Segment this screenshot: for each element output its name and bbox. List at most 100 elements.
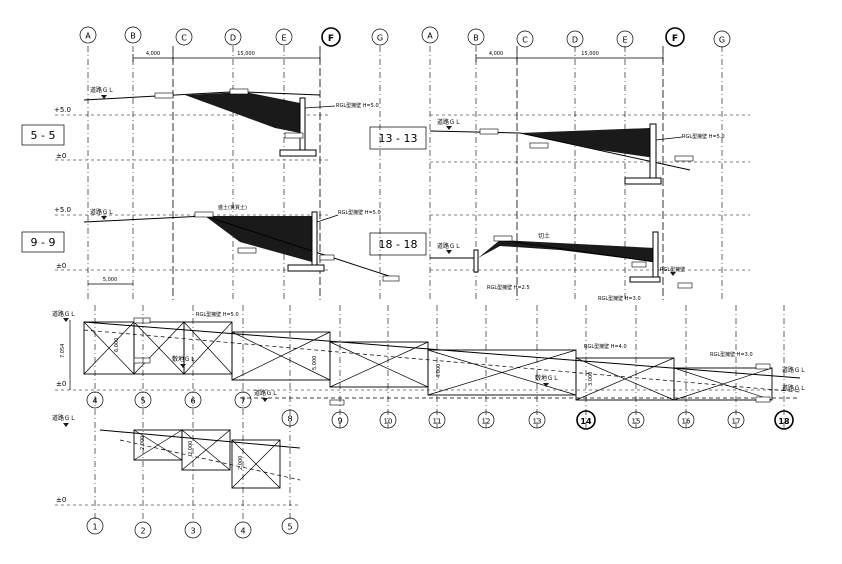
gl-marker-icon	[446, 126, 452, 130]
wall-label: RGL型擁壁 H=4.0	[584, 343, 627, 350]
section-18-18: 18 - 18 道路ＧＬ 切土 RGL型擁壁 H=2.5 RGL型擁壁 H=3.…	[369, 214, 750, 302]
level-plus5: +5.0	[54, 106, 71, 114]
grid-marker: G	[377, 34, 383, 43]
dimension-label: 15,000	[581, 51, 599, 57]
elevation-tag	[237, 247, 257, 254]
section-title: 9 - 9	[31, 236, 56, 249]
section-13-13: 13 - 13 道路ＧＬ RGL型擁壁 H=5.0	[369, 114, 750, 185]
section-9-9: +5.0 ±0 道路ＧＬ 9 - 9 盛土(良質土) RGL型擁壁 H=5.0 …	[21, 204, 400, 285]
section-title: 18 - 18	[379, 238, 418, 251]
section-title-box	[21, 231, 65, 253]
long-elevation: ±0 道路ＧＬ 7.054 6.000 5.000 4.000 3.000 敷地…	[52, 310, 806, 406]
grid-marker: 4	[92, 397, 97, 406]
dimension-label: 15,000	[237, 51, 255, 57]
gl-marker-icon	[63, 318, 69, 322]
grid-marker: 5	[287, 523, 292, 532]
elevation-tag	[674, 155, 694, 162]
wall-label: RGL型擁壁	[660, 266, 685, 273]
road-gl-label: 道路ＧＬ	[782, 366, 806, 374]
elevation-tag	[229, 88, 249, 95]
grid-marker: 13	[533, 418, 542, 426]
grid-marker: 12	[482, 418, 491, 426]
section-title: 13 - 13	[379, 132, 418, 145]
grid-marker: 17	[732, 418, 741, 426]
grid-marker: B	[473, 34, 479, 43]
fill-hatch	[185, 92, 300, 133]
fill-hatch	[205, 216, 312, 262]
grid-marker: 9	[337, 417, 342, 426]
gl-marker-icon	[180, 364, 186, 368]
grid-marker: 1	[92, 523, 97, 532]
elevation-tag	[479, 128, 499, 135]
section-title-box	[369, 232, 427, 256]
elevation-tag	[194, 211, 214, 218]
elevation-tag	[677, 282, 693, 289]
road-gl-label: 道路ＧＬ	[782, 384, 806, 392]
site-gl-label: 敷地ＧＬ	[535, 374, 559, 382]
grid-marker: 8	[287, 415, 292, 424]
road-gl-label: 道路ＧＬ	[90, 208, 114, 216]
level-zero: ±0	[56, 152, 66, 160]
gl-marker-icon	[262, 398, 268, 402]
grid-marker: D	[572, 36, 578, 45]
section-title-box	[21, 124, 65, 146]
gl-marker-icon	[63, 423, 69, 427]
grid-markers-top-right: A B C D E F G	[421, 26, 731, 48]
wall-label: 盛土(良質土)	[218, 204, 247, 211]
wall-label: RGL型擁壁 H=5.0	[336, 102, 379, 109]
section-5-5: +5.0 ±0 道路ＧＬ 5 - 5 RGL型擁壁 H=5.0	[21, 86, 379, 161]
road-gl-label: 道路ＧＬ	[254, 389, 278, 397]
vertical-dimension: 7.054	[60, 344, 66, 358]
vertical-dimension: 5.000	[312, 356, 318, 370]
grid-marker: D	[230, 34, 236, 43]
wall-label: RGL型擁壁 H=3.0	[710, 351, 753, 358]
dimension-label: 4,000	[146, 51, 160, 57]
vertical-dimension: 6.000	[114, 338, 120, 352]
gl-marker-icon	[543, 383, 549, 387]
grid-marker: A	[427, 32, 433, 41]
level-zero: ±0	[56, 380, 66, 388]
grid-marker: 6	[190, 397, 195, 406]
road-gl-label: 道路ＧＬ	[52, 414, 76, 422]
elevation-tag	[493, 235, 513, 242]
wall-label: RGL型擁壁 H=2.5	[487, 284, 530, 291]
wall-label: 切土	[538, 232, 550, 240]
elevation-tag	[631, 261, 647, 268]
grid-marker: B	[130, 32, 136, 41]
grid-marker: F	[328, 34, 334, 44]
grid-marker: E	[281, 34, 286, 43]
grid-marker: 11	[433, 418, 442, 426]
wall-label: RGL型擁壁 H=5.0	[338, 209, 381, 216]
grid-marker: C	[522, 36, 528, 45]
level-plus5: +5.0	[54, 206, 71, 214]
wall-label: RGL型擁壁 H=5.0	[196, 311, 239, 318]
cut-hatch	[478, 240, 655, 262]
grid-marker: G	[719, 36, 725, 45]
elevation-tag	[154, 92, 174, 99]
vertical-dimension: 3.000	[588, 372, 594, 386]
level-zero: ±0	[56, 262, 66, 270]
grid-lines-bottom	[94, 305, 785, 520]
site-gl-label: 敷地ＧＬ	[172, 355, 196, 363]
elevation-tag	[284, 132, 304, 139]
grid-marker: F	[672, 34, 678, 44]
section-title-box	[369, 126, 427, 150]
grid-marker: C	[181, 34, 187, 43]
grid-marker: 2	[140, 527, 145, 536]
grid-marker: E	[622, 36, 627, 45]
dimensions-top-right: 4,000 15,000	[475, 51, 664, 62]
vertical-dimension: 4.000	[436, 364, 442, 378]
dimension-label: 4,000	[489, 51, 503, 57]
grid-markers-bottom: 1 2 3 4 5	[86, 517, 299, 539]
grid-marker: 15	[632, 418, 641, 426]
wall-label: RGL型擁壁 H=3.0	[598, 295, 641, 302]
lower-elevation: 道路ＧＬ 2.000 2.000 2.000 ±0	[52, 414, 301, 506]
grid-marker: 4	[240, 527, 245, 536]
elevation-tag	[319, 254, 335, 261]
gl-marker-icon	[101, 216, 107, 220]
road-gl-label: 道路ＧＬ	[90, 86, 114, 94]
grid-marker: A	[85, 32, 91, 41]
vertical-dimension: 2.000	[140, 436, 146, 450]
road-gl-label: 道路ＧＬ	[437, 242, 461, 250]
